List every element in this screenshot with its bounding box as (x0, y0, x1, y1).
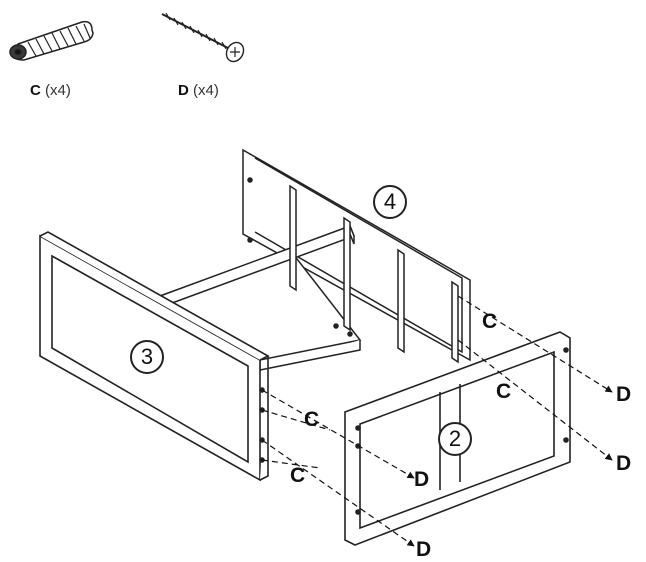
caption-d: D (x4) (178, 82, 219, 99)
callout-c: C (290, 464, 306, 487)
rails (289, 184, 459, 364)
callout-d: D (416, 538, 432, 561)
callout-c: C (496, 380, 512, 403)
callout-c: C (482, 310, 498, 333)
back-panel (242, 148, 471, 362)
dowel-icon (9, 20, 94, 61)
caption-c: C (x4) (30, 82, 71, 99)
guide-lines (261, 295, 613, 547)
callout-d: D (616, 452, 632, 475)
part-2-label: 2 (438, 422, 472, 456)
part-3-label: 3 (130, 340, 164, 374)
callout-c: C (304, 408, 320, 431)
screw-icon (161, 12, 245, 63)
part-4-label: 4 (373, 185, 407, 219)
callout-d: D (414, 468, 430, 491)
callout-d: D (616, 383, 632, 406)
